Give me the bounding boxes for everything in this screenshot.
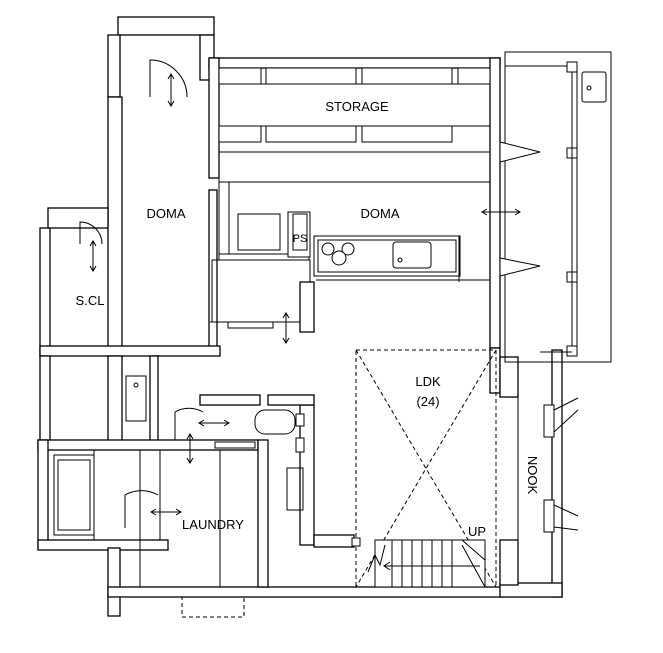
- label-ldk: LDK: [415, 374, 441, 389]
- doma-partition: [210, 259, 315, 333]
- room-labels: STORAGE DOMA DOMA PS S.CL LDK (24) NOOK …: [76, 99, 540, 539]
- storage-shelves: [218, 67, 491, 183]
- label-up: UP: [468, 524, 486, 539]
- label-nook: NOOK: [525, 456, 540, 495]
- label-laundry: LAUNDRY: [182, 517, 244, 532]
- exterior-walls: [37, 16, 563, 617]
- stairs: [351, 537, 486, 588]
- doors: [79, 59, 204, 528]
- label-ldk-size: (24): [416, 394, 439, 409]
- deck: [499, 51, 612, 363]
- label-doma-right: DOMA: [361, 206, 400, 221]
- label-ps: PS: [293, 233, 308, 245]
- arrows: [89, 73, 521, 516]
- kitchen-counter: [218, 181, 490, 282]
- ldk-void: [355, 349, 497, 588]
- bath-fixtures: [53, 375, 305, 618]
- label-scl: S.CL: [76, 293, 105, 308]
- label-storage: STORAGE: [325, 99, 389, 114]
- label-doma-left: DOMA: [147, 206, 186, 221]
- nook-windows: [517, 395, 579, 540]
